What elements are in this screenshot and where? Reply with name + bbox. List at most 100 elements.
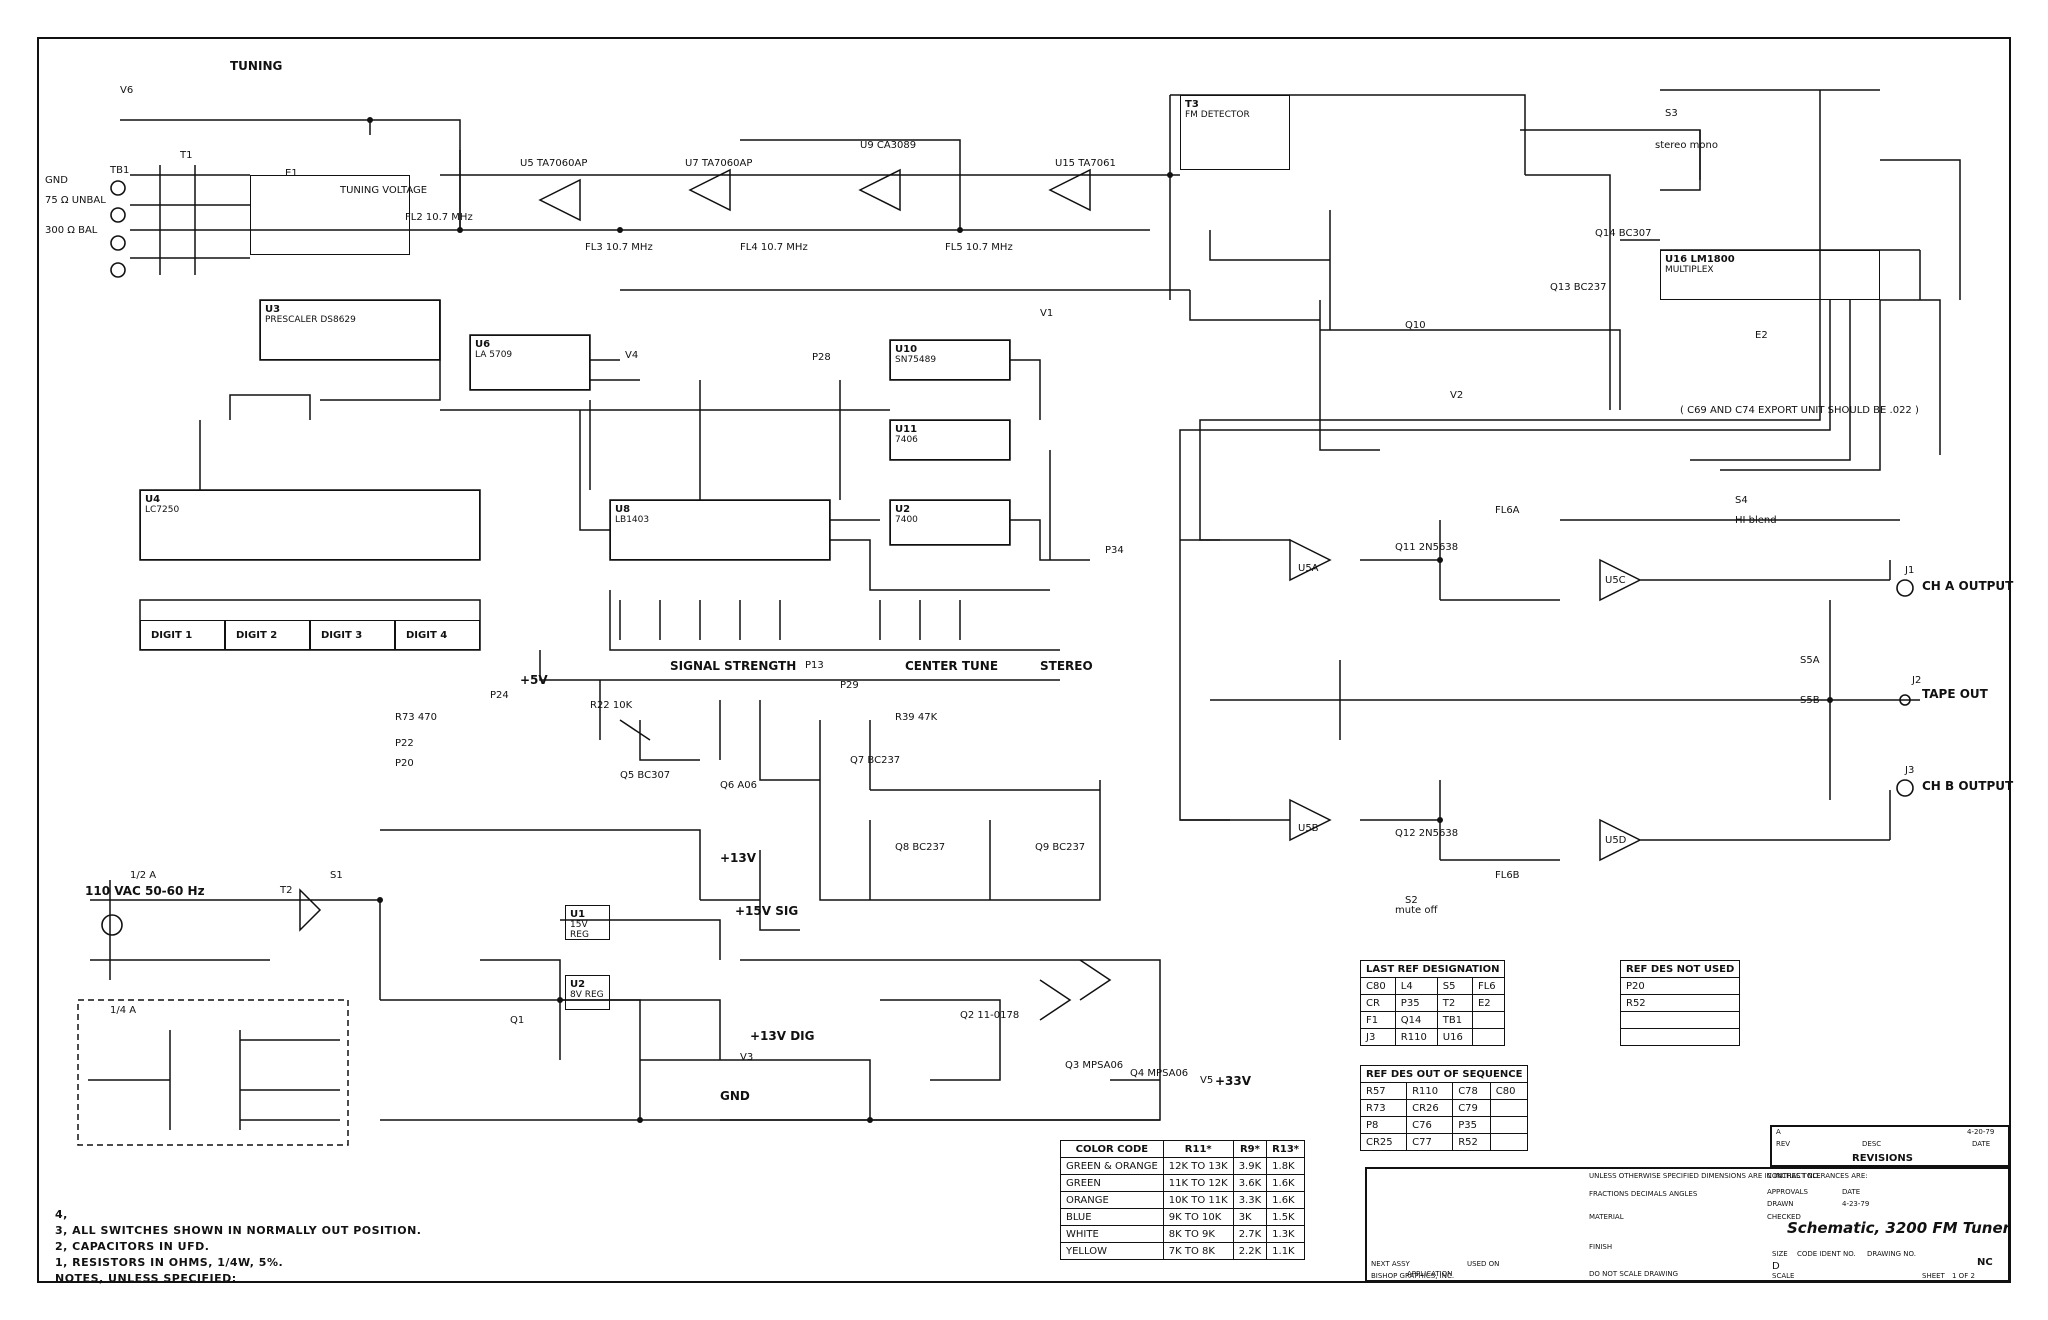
digit-label: DIGIT 3 <box>321 630 363 641</box>
mute-off-label: mute off <box>1395 905 1438 916</box>
table-cell: L4 <box>1394 977 1438 995</box>
code-ident-label: CODE IDENT NO. <box>1797 1250 1856 1258</box>
table-header: R11* <box>1162 1140 1234 1158</box>
table-cell: 8K TO 9K <box>1162 1225 1234 1243</box>
p24-label: P24 <box>490 690 509 701</box>
table-title: LAST REF DESIGNATION <box>1359 960 1506 978</box>
block-label: U2 <box>570 979 586 990</box>
t1-label: T1 <box>180 150 193 161</box>
table-cell: GREEN & ORANGE <box>1060 1157 1164 1175</box>
rev-col-header: REV <box>1776 1140 1791 1148</box>
q3-label: Q3 MPSA06 <box>1065 1060 1124 1071</box>
table-cell: 3.6K <box>1232 1174 1268 1192</box>
plus15sig-label: +15V SIG <box>735 904 799 918</box>
block-label: T3 <box>1185 99 1199 110</box>
u11-block: U11 7406 <box>890 420 1010 460</box>
block-label: U8 <box>615 504 631 515</box>
block-label: U3 <box>265 304 281 315</box>
table-header: R13* <box>1266 1140 1306 1158</box>
p29-label: P29 <box>840 680 859 691</box>
size-value: D <box>1772 1261 1780 1272</box>
block-label: U16 LM1800 <box>1665 254 1735 265</box>
block-label: U10 <box>895 344 918 355</box>
sheet-label: SHEET <box>1922 1272 1945 1280</box>
u8-block: U8 LB1403 <box>610 500 830 560</box>
do-not-scale-label: DO NOT SCALE DRAWING <box>1589 1270 1679 1278</box>
u5b-label: U5B <box>1298 823 1319 834</box>
table-cell: S5 <box>1436 977 1473 995</box>
u1-regulator-block: U1 15V REG <box>565 905 610 940</box>
table-row <box>1619 1028 1741 1046</box>
table-cell: ORANGE <box>1060 1191 1164 1209</box>
table-cell: 2.2K <box>1232 1242 1268 1260</box>
p20-label: P20 <box>395 758 414 769</box>
drawn-label: DRAWN <box>1767 1200 1794 1208</box>
approvals-label: APPROVALS <box>1767 1188 1808 1196</box>
note-4: 4, <box>55 1208 68 1221</box>
table-cell: 1.5K <box>1266 1208 1306 1226</box>
block-label: U2 <box>895 504 911 515</box>
table-title: REF DES NOT USED <box>1619 960 1741 978</box>
s5a-label: S5A <box>1800 655 1820 666</box>
table-cell: 1.6K <box>1266 1191 1306 1209</box>
table-cell: C80 <box>1489 1082 1529 1100</box>
q8-label: Q8 BC237 <box>895 842 946 853</box>
table-header-row: LAST REF DESIGNATION <box>1359 960 1506 978</box>
plus5-label: +5V <box>520 673 548 687</box>
table-header: COLOR CODE <box>1060 1140 1164 1158</box>
scale-label: SCALE <box>1772 1272 1795 1280</box>
plus13-label: +13V <box>720 851 757 865</box>
u7-label: U7 TA7060AP <box>685 158 753 169</box>
line-in-label: 110 VAC 50-60 Hz <box>85 884 205 898</box>
table-header-row: COLOR CODE R11* R9* R13* <box>1060 1140 1306 1158</box>
u5a-label: U5A <box>1298 563 1319 574</box>
table-cell: WHITE <box>1060 1225 1164 1243</box>
tuning-voltage-label: TUNING VOLTAGE <box>340 185 428 196</box>
block-label: U4 <box>145 494 161 505</box>
q2-label: Q2 11-0178 <box>960 1010 1020 1021</box>
table-title: REF DES OUT OF SEQUENCE <box>1359 1065 1529 1083</box>
rev-letter: A <box>1776 1128 1781 1136</box>
table-cell <box>1471 1011 1506 1029</box>
q14-label: Q14 BC307 <box>1595 228 1652 239</box>
cha-output-label: CH A OUTPUT <box>1922 579 2014 593</box>
table-cell: R110 <box>1406 1082 1454 1100</box>
fuse2-label: 1/4 A <box>110 1005 137 1016</box>
stereo-mono-label: stereo mono <box>1655 140 1718 151</box>
q4-label: Q4 MPSA06 <box>1130 1068 1189 1079</box>
desc-col-header: DESC <box>1862 1140 1882 1148</box>
u4-controller-block: U4 LC7250 <box>140 490 480 560</box>
block-label: U6 <box>475 339 491 350</box>
block-sublabel: 7406 <box>895 435 918 445</box>
q7-label: Q7 BC237 <box>850 755 901 766</box>
contract-no-label: CONTRACT NO. <box>1767 1172 1821 1180</box>
prescaler-block: U3 PRESCALER DS8629 <box>260 300 440 360</box>
q1-label: Q1 <box>510 1015 525 1026</box>
table-header: R9* <box>1232 1140 1268 1158</box>
center-tune-label: CENTER TUNE <box>905 659 999 673</box>
q6-label: Q6 A06 <box>720 780 757 791</box>
table-cell: C79 <box>1452 1099 1491 1117</box>
s5b-label: S5B <box>1800 695 1820 706</box>
block-sublabel: PRESCALER DS8629 <box>265 315 356 325</box>
block-sublabel: FM DETECTOR <box>1185 110 1250 120</box>
rev-date: 4-20-79 <box>1967 1128 1995 1136</box>
table-cell: 3K <box>1232 1208 1268 1226</box>
tb1-label: TB1 <box>110 165 130 176</box>
table-cell: R52 <box>1619 994 1741 1012</box>
plus33-label: +33V <box>1215 1074 1252 1088</box>
digit-4-box: DIGIT 4 <box>395 620 480 650</box>
table-cell: 1.1K <box>1266 1242 1306 1260</box>
antenna-gnd-label: GND <box>45 175 68 186</box>
r73-label: R73 470 <box>395 712 437 723</box>
block-sublabel: LA 5709 <box>475 350 513 360</box>
q9-label: Q9 BC237 <box>1035 842 1086 853</box>
table-cell: P20 <box>1619 977 1741 995</box>
table-cell: 11K TO 12K <box>1162 1174 1234 1192</box>
